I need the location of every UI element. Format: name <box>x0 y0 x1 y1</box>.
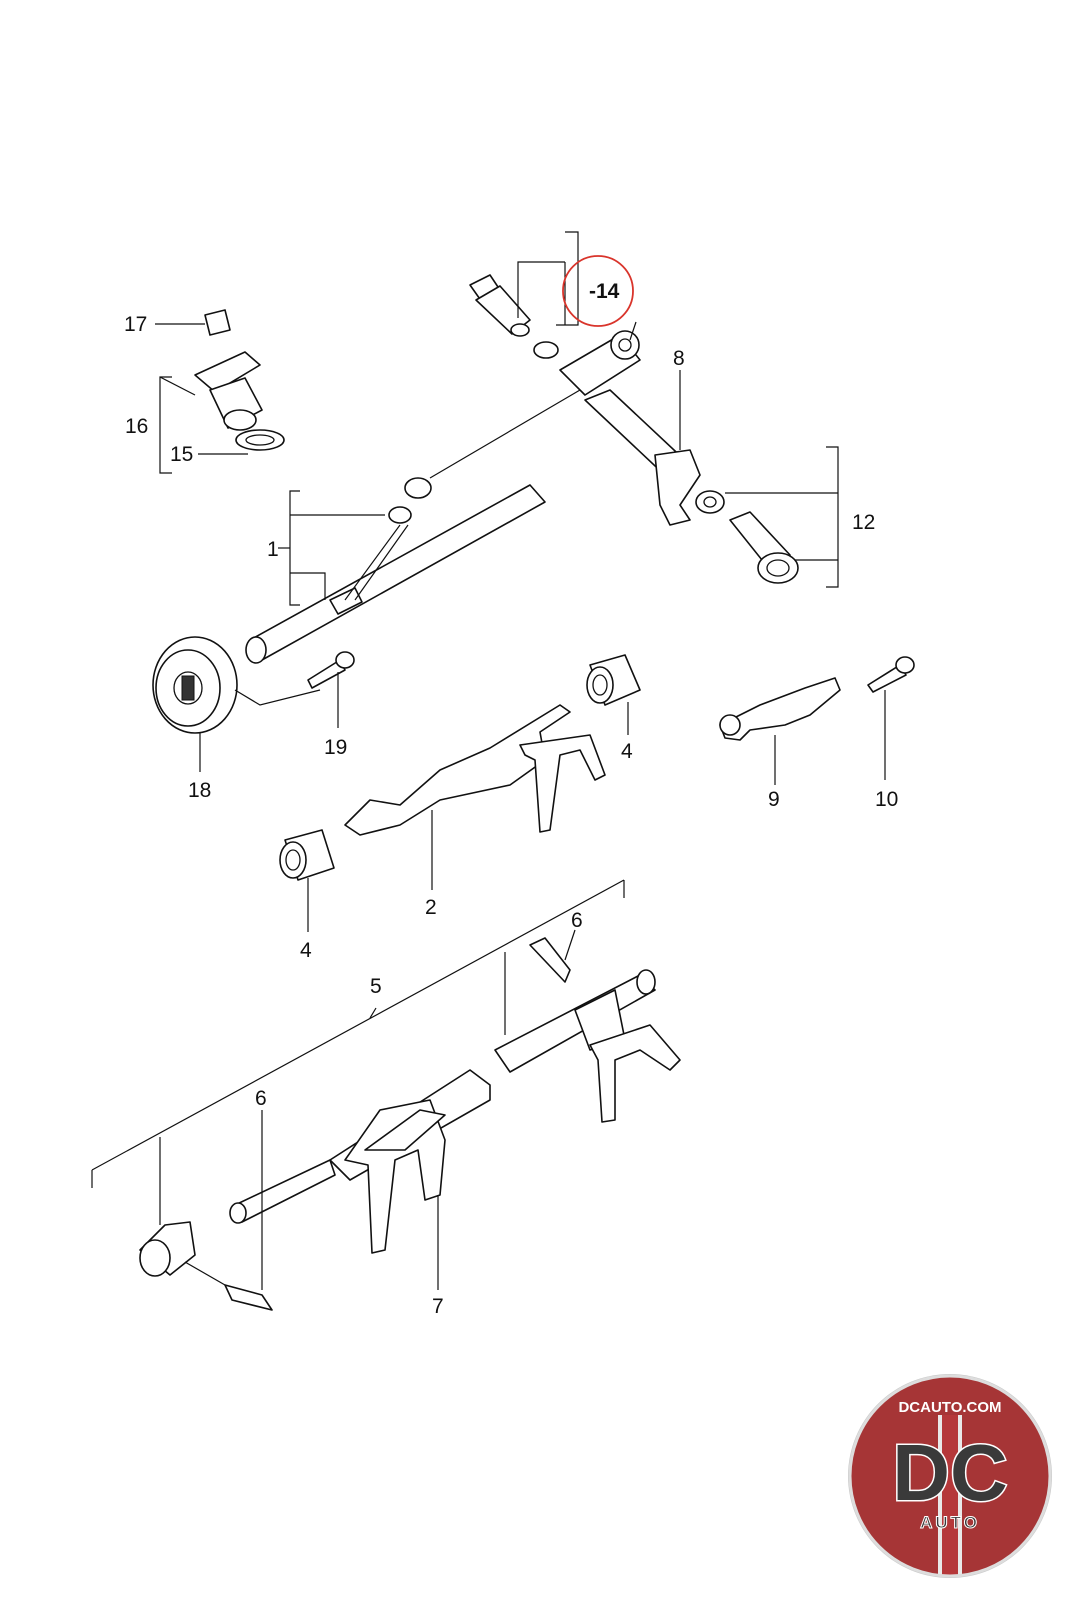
part-4-bushing-top <box>586 654 641 706</box>
label-19: 19 <box>324 736 347 759</box>
label-6-top: 6 <box>571 909 583 932</box>
label-15: 15 <box>170 443 193 466</box>
part-6-clip-bottom <box>224 1284 273 1311</box>
label-4-bottom: 4 <box>300 939 312 962</box>
part-8-selector-shaft <box>559 321 701 526</box>
label-18: 18 <box>188 779 211 802</box>
label-2: 2 <box>425 896 437 919</box>
logo-word: AUTO <box>920 1513 980 1532</box>
part-1-shift-rod <box>245 389 581 664</box>
part-19-bolt <box>307 651 355 689</box>
label-16: 16 <box>125 415 148 438</box>
part-10-bolt <box>867 656 915 693</box>
label-7: 7 <box>432 1295 444 1318</box>
part-9-lever <box>719 677 841 741</box>
logo-site-text: DCAUTO.COM <box>898 1399 1001 1416</box>
part-5-shift-assembly <box>139 969 681 1277</box>
label-10: 10 <box>875 788 898 811</box>
part-6-clip-top <box>529 937 571 983</box>
part-4-bushing-bottom <box>279 829 335 881</box>
part-2-shift-fork <box>344 704 606 836</box>
label-4-top: 4 <box>621 740 633 763</box>
dcauto-logo: DCAUTO.COM DC AUTO <box>848 1374 1052 1578</box>
highlight-circle <box>562 255 634 327</box>
label-9: 9 <box>768 788 780 811</box>
label-1: 1 <box>267 538 279 561</box>
label-8: 8 <box>673 347 685 370</box>
part-16-bushing <box>194 309 285 451</box>
label-5: 5 <box>370 975 382 998</box>
logo-mark: DC <box>892 1428 1008 1517</box>
leader-lines <box>91 231 886 1290</box>
label-6-bottom: 6 <box>255 1087 267 1110</box>
part-18-disc <box>152 636 321 734</box>
part-12-detent <box>695 490 799 584</box>
part-labels: 17 16 15 -14 8 12 1 19 18 4 9 10 2 4 6 5… <box>124 280 898 1318</box>
label-14: -14 <box>589 280 620 303</box>
label-17: 17 <box>124 313 147 336</box>
part-14-plunger <box>469 274 559 359</box>
label-12: 12 <box>852 511 875 534</box>
